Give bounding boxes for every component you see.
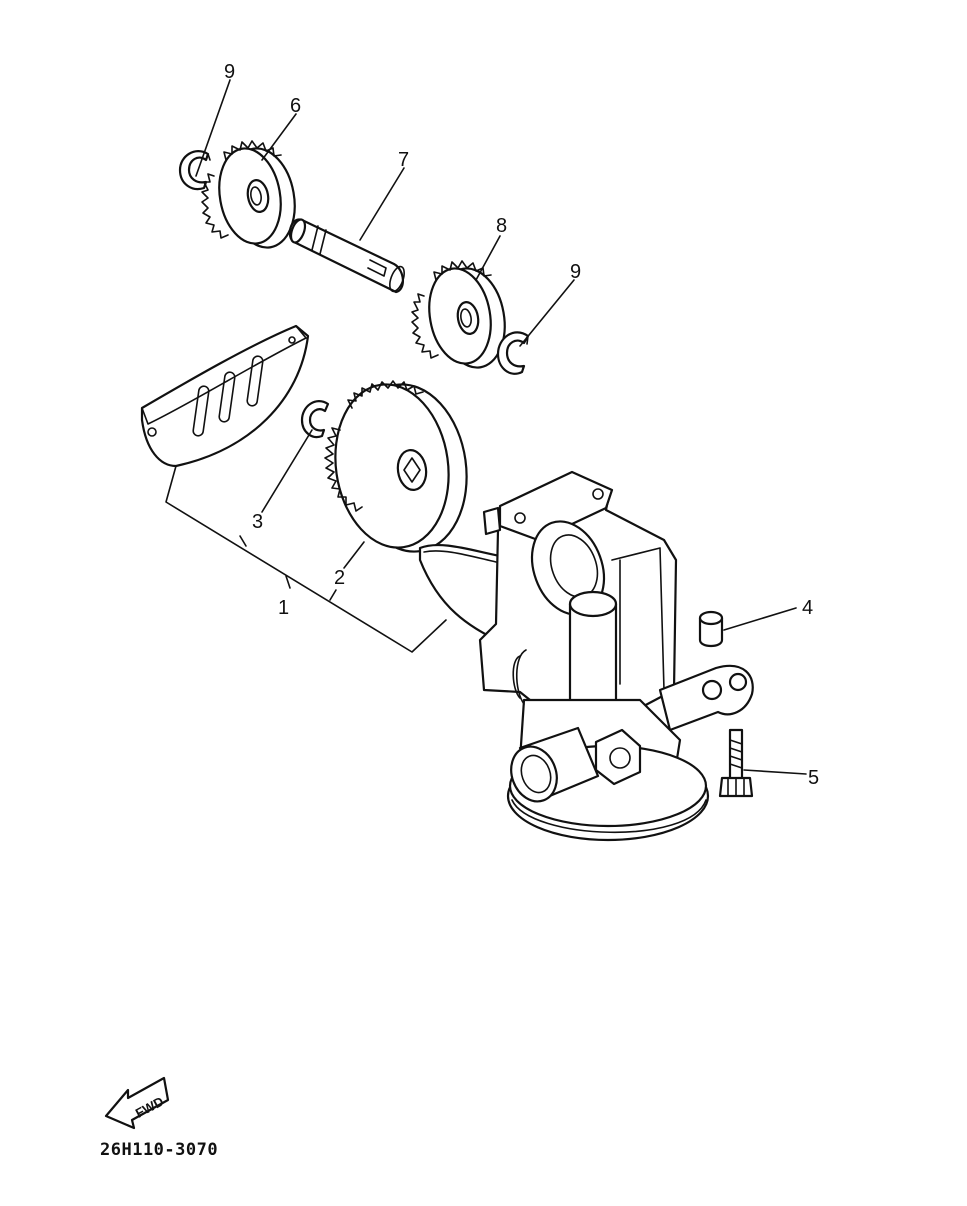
leader-lines bbox=[165, 79, 807, 775]
callout-5: 5 bbox=[808, 767, 819, 789]
oil-pump-body bbox=[418, 470, 754, 842]
circlip-right bbox=[496, 331, 530, 375]
drawing-code: 26H110-3070 bbox=[100, 1140, 219, 1160]
callout-2: 2 bbox=[334, 567, 345, 589]
callout-9-right: 9 bbox=[570, 261, 581, 283]
callout-6: 6 bbox=[290, 95, 301, 117]
callout-1: 1 bbox=[278, 597, 289, 619]
hex-bolt bbox=[718, 728, 754, 798]
dowel-pin bbox=[698, 610, 724, 648]
callout-7: 7 bbox=[398, 149, 409, 171]
callout-3: 3 bbox=[252, 511, 263, 533]
callout-8: 8 bbox=[496, 215, 507, 237]
callout-4: 4 bbox=[802, 597, 813, 619]
gear-large bbox=[324, 380, 468, 553]
pump-shaft bbox=[288, 218, 405, 294]
gear-small-upper bbox=[201, 140, 296, 249]
circlip-middle bbox=[300, 400, 330, 439]
callout-9-upper: 9 bbox=[224, 61, 235, 83]
forward-direction-arrow: FWD bbox=[104, 1076, 170, 1130]
pump-cover-plate bbox=[140, 324, 310, 468]
gear-small-right bbox=[411, 260, 506, 369]
